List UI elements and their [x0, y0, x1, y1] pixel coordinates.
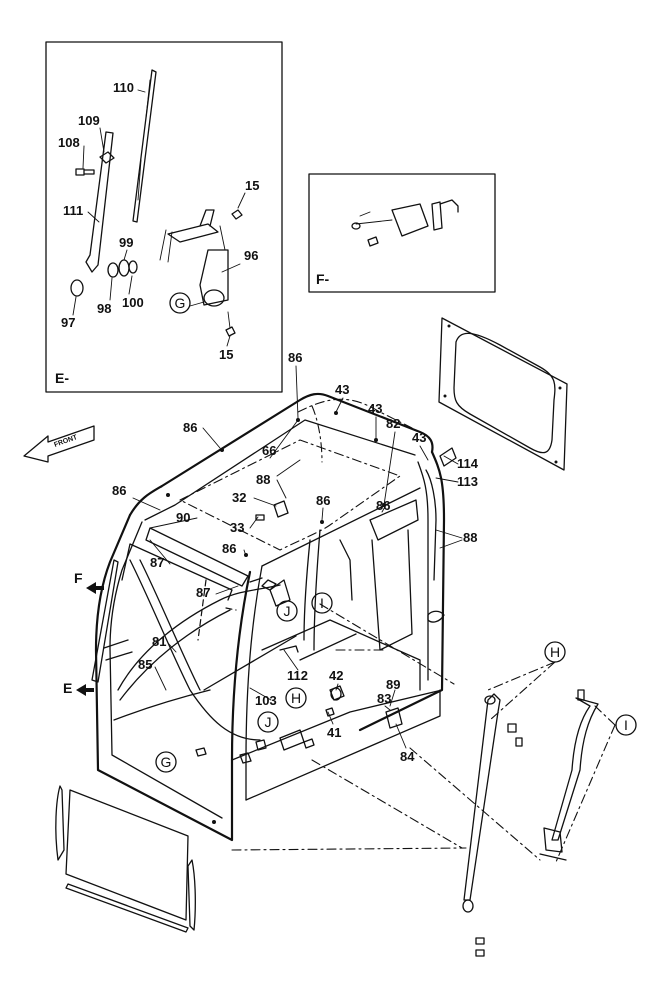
ref-circle-j — [276, 600, 298, 622]
part-label: 113 — [457, 474, 478, 489]
part-label: 103 — [255, 693, 277, 708]
view-marker-e: E — [63, 680, 72, 696]
view-arrow-f — [86, 582, 104, 594]
reference-circles: G H H I I J J — [155, 592, 637, 773]
inset-f-title: F- — [316, 271, 330, 287]
view-arrow-e — [76, 684, 94, 696]
part-label: 84 — [400, 749, 415, 764]
part-label: 87 — [150, 555, 164, 570]
part-label: 96 — [244, 248, 258, 263]
part-label: 89 — [386, 677, 400, 692]
ref-circle-i — [311, 592, 333, 614]
part-label: 97 — [61, 315, 75, 330]
inset-e-title: E- — [55, 370, 69, 386]
part-label: 88 — [463, 530, 477, 545]
part-label: 81 — [152, 634, 166, 649]
svg-text:H: H — [550, 644, 560, 660]
ref-circle-i — [615, 714, 637, 736]
part-label: 42 — [329, 668, 343, 683]
part-label: 32 — [232, 490, 246, 505]
ref-circle-h — [544, 641, 566, 663]
part-label: 43 — [368, 401, 382, 416]
part-label: 43 — [335, 382, 349, 397]
support-rods — [462, 689, 599, 957]
part-label: 99 — [119, 235, 133, 250]
part-label: 86 — [316, 493, 330, 508]
part-label: 88 — [256, 472, 270, 487]
view-arrows: F E — [63, 570, 104, 696]
label-leaders — [132, 365, 463, 749]
part-label: 83 — [377, 691, 391, 706]
part-label: 66 — [262, 443, 276, 458]
svg-text:J: J — [284, 603, 291, 619]
part-label: 86 — [222, 541, 236, 556]
part-label: 110 — [113, 80, 134, 95]
part-labels: 86 43 43 82 43 114 86 66 88 113 86 32 90… — [112, 350, 479, 764]
part-label: 114 — [457, 456, 479, 471]
svg-text:I: I — [320, 595, 324, 611]
part-label: 90 — [176, 510, 190, 525]
inset-f-latch-assembly: F- — [308, 173, 496, 293]
inset-e-wiper-assembly: 110 109 108 111 99 100 98 97 15 96 15 G … — [45, 41, 283, 393]
svg-text:I: I — [624, 717, 628, 733]
part-label: 112 — [287, 668, 308, 683]
ref-circle-j — [257, 711, 279, 733]
front-lower-glass — [55, 785, 196, 933]
part-label: 85 — [138, 657, 152, 672]
part-label: 86 — [112, 483, 126, 498]
svg-text:G: G — [175, 295, 186, 311]
wiper-blade — [132, 69, 157, 223]
reference-leaders — [197, 579, 616, 863]
rear-window-glass — [438, 317, 568, 471]
svg-text:G: G — [161, 754, 172, 770]
inset-e-frame — [45, 41, 283, 393]
view-marker-f: F — [74, 570, 83, 586]
cab-frame — [91, 392, 457, 842]
part-label: 15 — [219, 347, 233, 362]
wiper-arm — [85, 131, 114, 273]
part-label: 86 — [183, 420, 197, 435]
inset-f-frame — [308, 173, 496, 293]
part-label: 111 — [63, 203, 83, 218]
part-label: 15 — [245, 178, 259, 193]
ref-circle-g — [169, 292, 191, 314]
front-direction-arrow: FRONT — [23, 425, 95, 463]
ref-circle-g — [155, 751, 177, 773]
part-label: 100 — [122, 295, 144, 310]
svg-text:H: H — [291, 690, 301, 706]
part-label: 109 — [78, 113, 100, 128]
svg-text:J: J — [265, 714, 272, 730]
part-label: 108 — [58, 135, 80, 150]
part-label: 33 — [230, 520, 244, 535]
part-label: 86 — [288, 350, 302, 365]
part-label: 41 — [327, 725, 341, 740]
part-label: 86 — [376, 498, 390, 513]
part-label: 98 — [97, 301, 111, 316]
ref-circle-h — [285, 687, 307, 709]
part-label: 87 — [196, 585, 210, 600]
part-label: 82 — [386, 416, 400, 431]
part-label: 43 — [412, 430, 426, 445]
